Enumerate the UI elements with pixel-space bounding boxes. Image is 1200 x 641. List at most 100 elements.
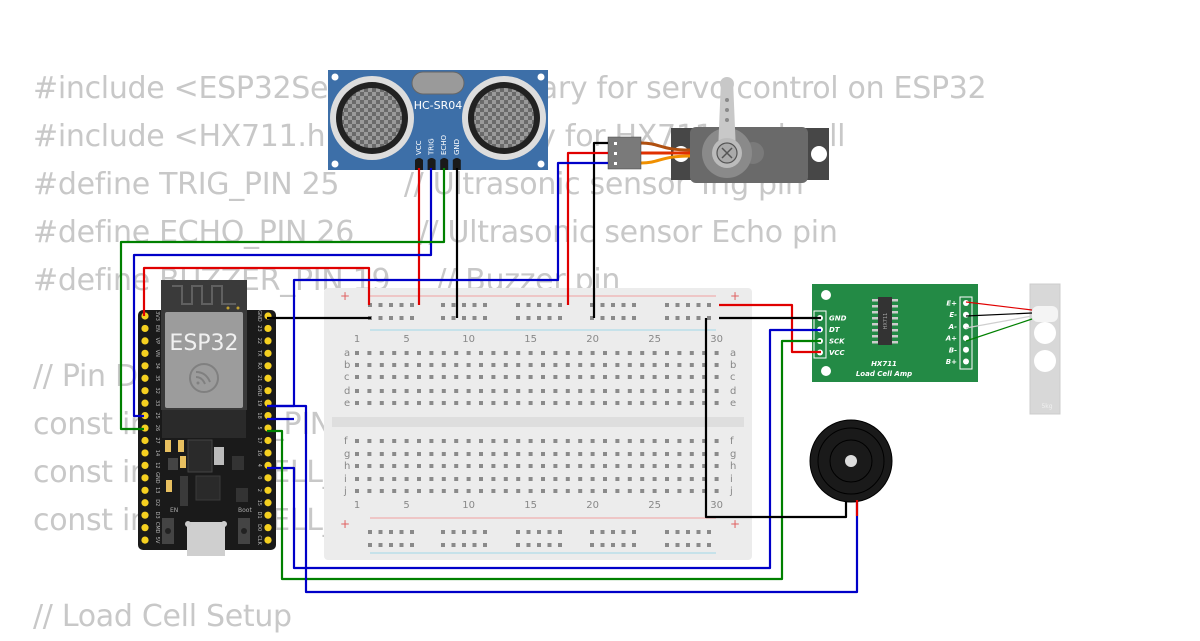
breadboard-hole[interactable]	[466, 375, 471, 379]
breadboard-hole[interactable]	[392, 375, 397, 379]
breadboard-hole[interactable]	[479, 452, 483, 456]
rail-hole[interactable]	[410, 303, 414, 307]
rail-hole[interactable]	[462, 303, 466, 307]
hx711-pin[interactable]	[963, 346, 969, 353]
wire-hx-vcc[interactable]	[719, 303, 821, 354]
breadboard-hole[interactable]	[590, 452, 595, 456]
breadboard-hole[interactable]	[479, 439, 483, 443]
breadboard-hole[interactable]	[379, 363, 384, 367]
breadboard-hole[interactable]	[553, 489, 558, 493]
breadboard-hole[interactable]	[503, 477, 508, 481]
rail-hole[interactable]	[537, 316, 541, 320]
breadboard-hole[interactable]	[441, 401, 446, 405]
breadboard-hole[interactable]	[404, 401, 409, 405]
rail-hole[interactable]	[590, 303, 594, 307]
breadboard-hole[interactable]	[541, 375, 545, 379]
rail-hole[interactable]	[451, 316, 456, 320]
breadboard-hole[interactable]	[603, 351, 607, 355]
breadboard-hole[interactable]	[528, 477, 533, 481]
breadboard-hole[interactable]	[565, 363, 570, 367]
breadboard-hole[interactable]	[466, 389, 471, 393]
breadboard-hole[interactable]	[528, 489, 533, 493]
esp32-pin[interactable]	[264, 536, 272, 544]
breadboard-hole[interactable]	[441, 477, 446, 481]
wire-lc-black[interactable]	[965, 312, 1033, 317]
rail-hole[interactable]	[707, 543, 711, 547]
breadboard-hole[interactable]	[466, 401, 471, 405]
breadboard-hole[interactable]	[652, 363, 657, 367]
breadboard-hole[interactable]	[689, 464, 694, 468]
breadboard-hole[interactable]	[640, 363, 645, 367]
rail-hole[interactable]	[410, 316, 414, 320]
breadboard-hole[interactable]	[565, 389, 570, 393]
breadboard-hole[interactable]	[615, 401, 620, 405]
breadboard-hole[interactable]	[429, 452, 434, 456]
wire-hx-sck[interactable]	[267, 339, 821, 581]
breadboard-hole[interactable]	[479, 489, 483, 493]
rail-hole[interactable]	[600, 530, 605, 534]
breadboard-hole[interactable]	[454, 363, 459, 367]
breadboard-hole[interactable]	[379, 464, 384, 468]
breadboard-hole[interactable]	[491, 489, 496, 493]
breadboard-hole[interactable]	[466, 452, 471, 456]
breadboard-hole[interactable]	[479, 375, 483, 379]
wire-us-trig[interactable]	[132, 168, 433, 418]
ultrasonic-pin[interactable]	[415, 158, 423, 170]
rail-hole[interactable]	[558, 316, 562, 320]
hx711-pin[interactable]	[963, 358, 969, 365]
breadboard-hole[interactable]	[441, 389, 446, 393]
breadboard-hole[interactable]	[578, 452, 583, 456]
boot-button-cap[interactable]	[241, 528, 247, 534]
breadboard-hole[interactable]	[640, 389, 645, 393]
breadboard-hole[interactable]	[565, 477, 570, 481]
rail-hole[interactable]	[516, 303, 520, 307]
breadboard-hole[interactable]	[516, 439, 521, 443]
breadboard-hole[interactable]	[553, 351, 558, 355]
breadboard-hole[interactable]	[578, 363, 583, 367]
breadboard-hole[interactable]	[417, 464, 421, 468]
breadboard-hole[interactable]	[689, 439, 694, 443]
rail-hole[interactable]	[410, 543, 414, 547]
rail-hole[interactable]	[665, 543, 669, 547]
breadboard-hole[interactable]	[553, 452, 558, 456]
rail-hole[interactable]	[472, 530, 477, 534]
breadboard-hole[interactable]	[528, 452, 533, 456]
esp32-pin[interactable]	[141, 349, 149, 357]
breadboard-hole[interactable]	[665, 452, 669, 456]
esp32-pin[interactable]	[264, 449, 272, 457]
breadboard-hole[interactable]	[578, 477, 583, 481]
breadboard-hole[interactable]	[689, 375, 694, 379]
breadboard-hole[interactable]	[404, 363, 409, 367]
rail-hole[interactable]	[600, 543, 605, 547]
en-button-cap[interactable]	[165, 528, 171, 534]
breadboard-hole[interactable]	[689, 452, 694, 456]
wire-us-echo[interactable]	[119, 168, 446, 431]
breadboard-hole[interactable]	[665, 363, 669, 367]
breadboard-hole[interactable]	[615, 389, 620, 393]
breadboard-hole[interactable]	[665, 375, 669, 379]
esp32-pin[interactable]	[141, 524, 149, 532]
breadboard-hole[interactable]	[702, 477, 707, 481]
breadboard-hole[interactable]	[491, 363, 496, 367]
rail-hole[interactable]	[389, 316, 393, 320]
breadboard-hole[interactable]	[392, 477, 397, 481]
rail-hole[interactable]	[462, 530, 466, 534]
breadboard-hole[interactable]	[702, 401, 707, 405]
breadboard-hole[interactable]	[677, 363, 682, 367]
breadboard-hole[interactable]	[379, 477, 384, 481]
wire-hx-dt[interactable]	[267, 328, 821, 570]
breadboard-hole[interactable]	[565, 375, 570, 379]
breadboard-hole[interactable]	[665, 464, 669, 468]
rail-hole[interactable]	[389, 543, 393, 547]
breadboard-hole[interactable]	[677, 375, 682, 379]
rail-hole[interactable]	[547, 543, 552, 547]
rail-hole[interactable]	[378, 303, 383, 307]
rail-hole[interactable]	[472, 543, 477, 547]
breadboard-hole[interactable]	[603, 439, 607, 443]
breadboard-hole[interactable]	[652, 389, 657, 393]
wire-esp-3v3[interactable]	[142, 266, 371, 316]
breadboard-hole[interactable]	[355, 452, 359, 456]
breadboard-hole[interactable]	[355, 477, 359, 481]
servo-motor[interactable]	[607, 77, 829, 183]
